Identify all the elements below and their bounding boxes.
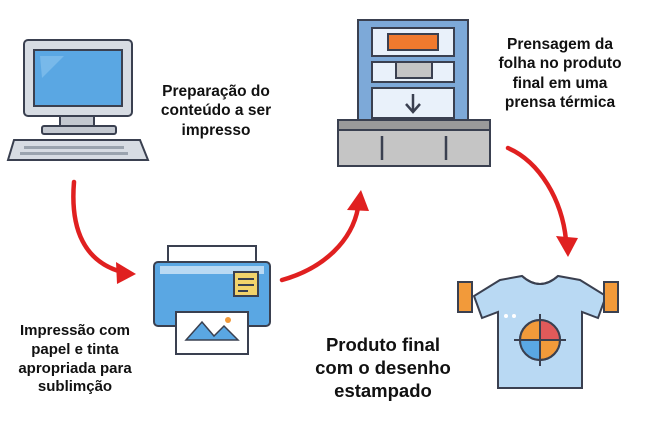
label-line: Prensagem da bbox=[507, 36, 613, 53]
arrowhead-1 bbox=[116, 262, 136, 284]
label-line: estampado bbox=[334, 379, 432, 401]
label-line: com o desenho bbox=[315, 356, 451, 378]
arrowhead-2 bbox=[347, 190, 369, 211]
label-line: Impressão com bbox=[19, 322, 131, 339]
label-line: apropriada para bbox=[18, 359, 132, 377]
label-line: folha no produto bbox=[498, 55, 622, 73]
arrow-computer-to-printer bbox=[71, 179, 125, 275]
label-line: prensa térmica bbox=[504, 94, 616, 112]
step-product-label: Produto final com o desenho estampado bbox=[298, 334, 468, 403]
label-line: sublimção bbox=[37, 378, 113, 396]
label-line: Preparação do bbox=[162, 83, 270, 100]
label-line: impresso bbox=[181, 121, 251, 139]
label-line: conteúdo a ser bbox=[160, 102, 272, 120]
label-line: Produto final bbox=[325, 334, 441, 355]
label-line: final em uma bbox=[512, 74, 608, 92]
step-computer-label: Preparação do conteúdo a ser impresso bbox=[142, 82, 290, 140]
arrowhead-3 bbox=[556, 236, 578, 257]
arrow-press-to-product bbox=[505, 145, 569, 243]
step-press-label: Prensagem da folha no produto final em u… bbox=[480, 35, 640, 113]
label-line: papel e tinta bbox=[31, 340, 119, 358]
print-target-icon bbox=[514, 314, 566, 366]
arrow-printer-to-press bbox=[279, 205, 361, 283]
step-printer-label: Impressão com papel e tinta apropriada p… bbox=[2, 322, 148, 397]
